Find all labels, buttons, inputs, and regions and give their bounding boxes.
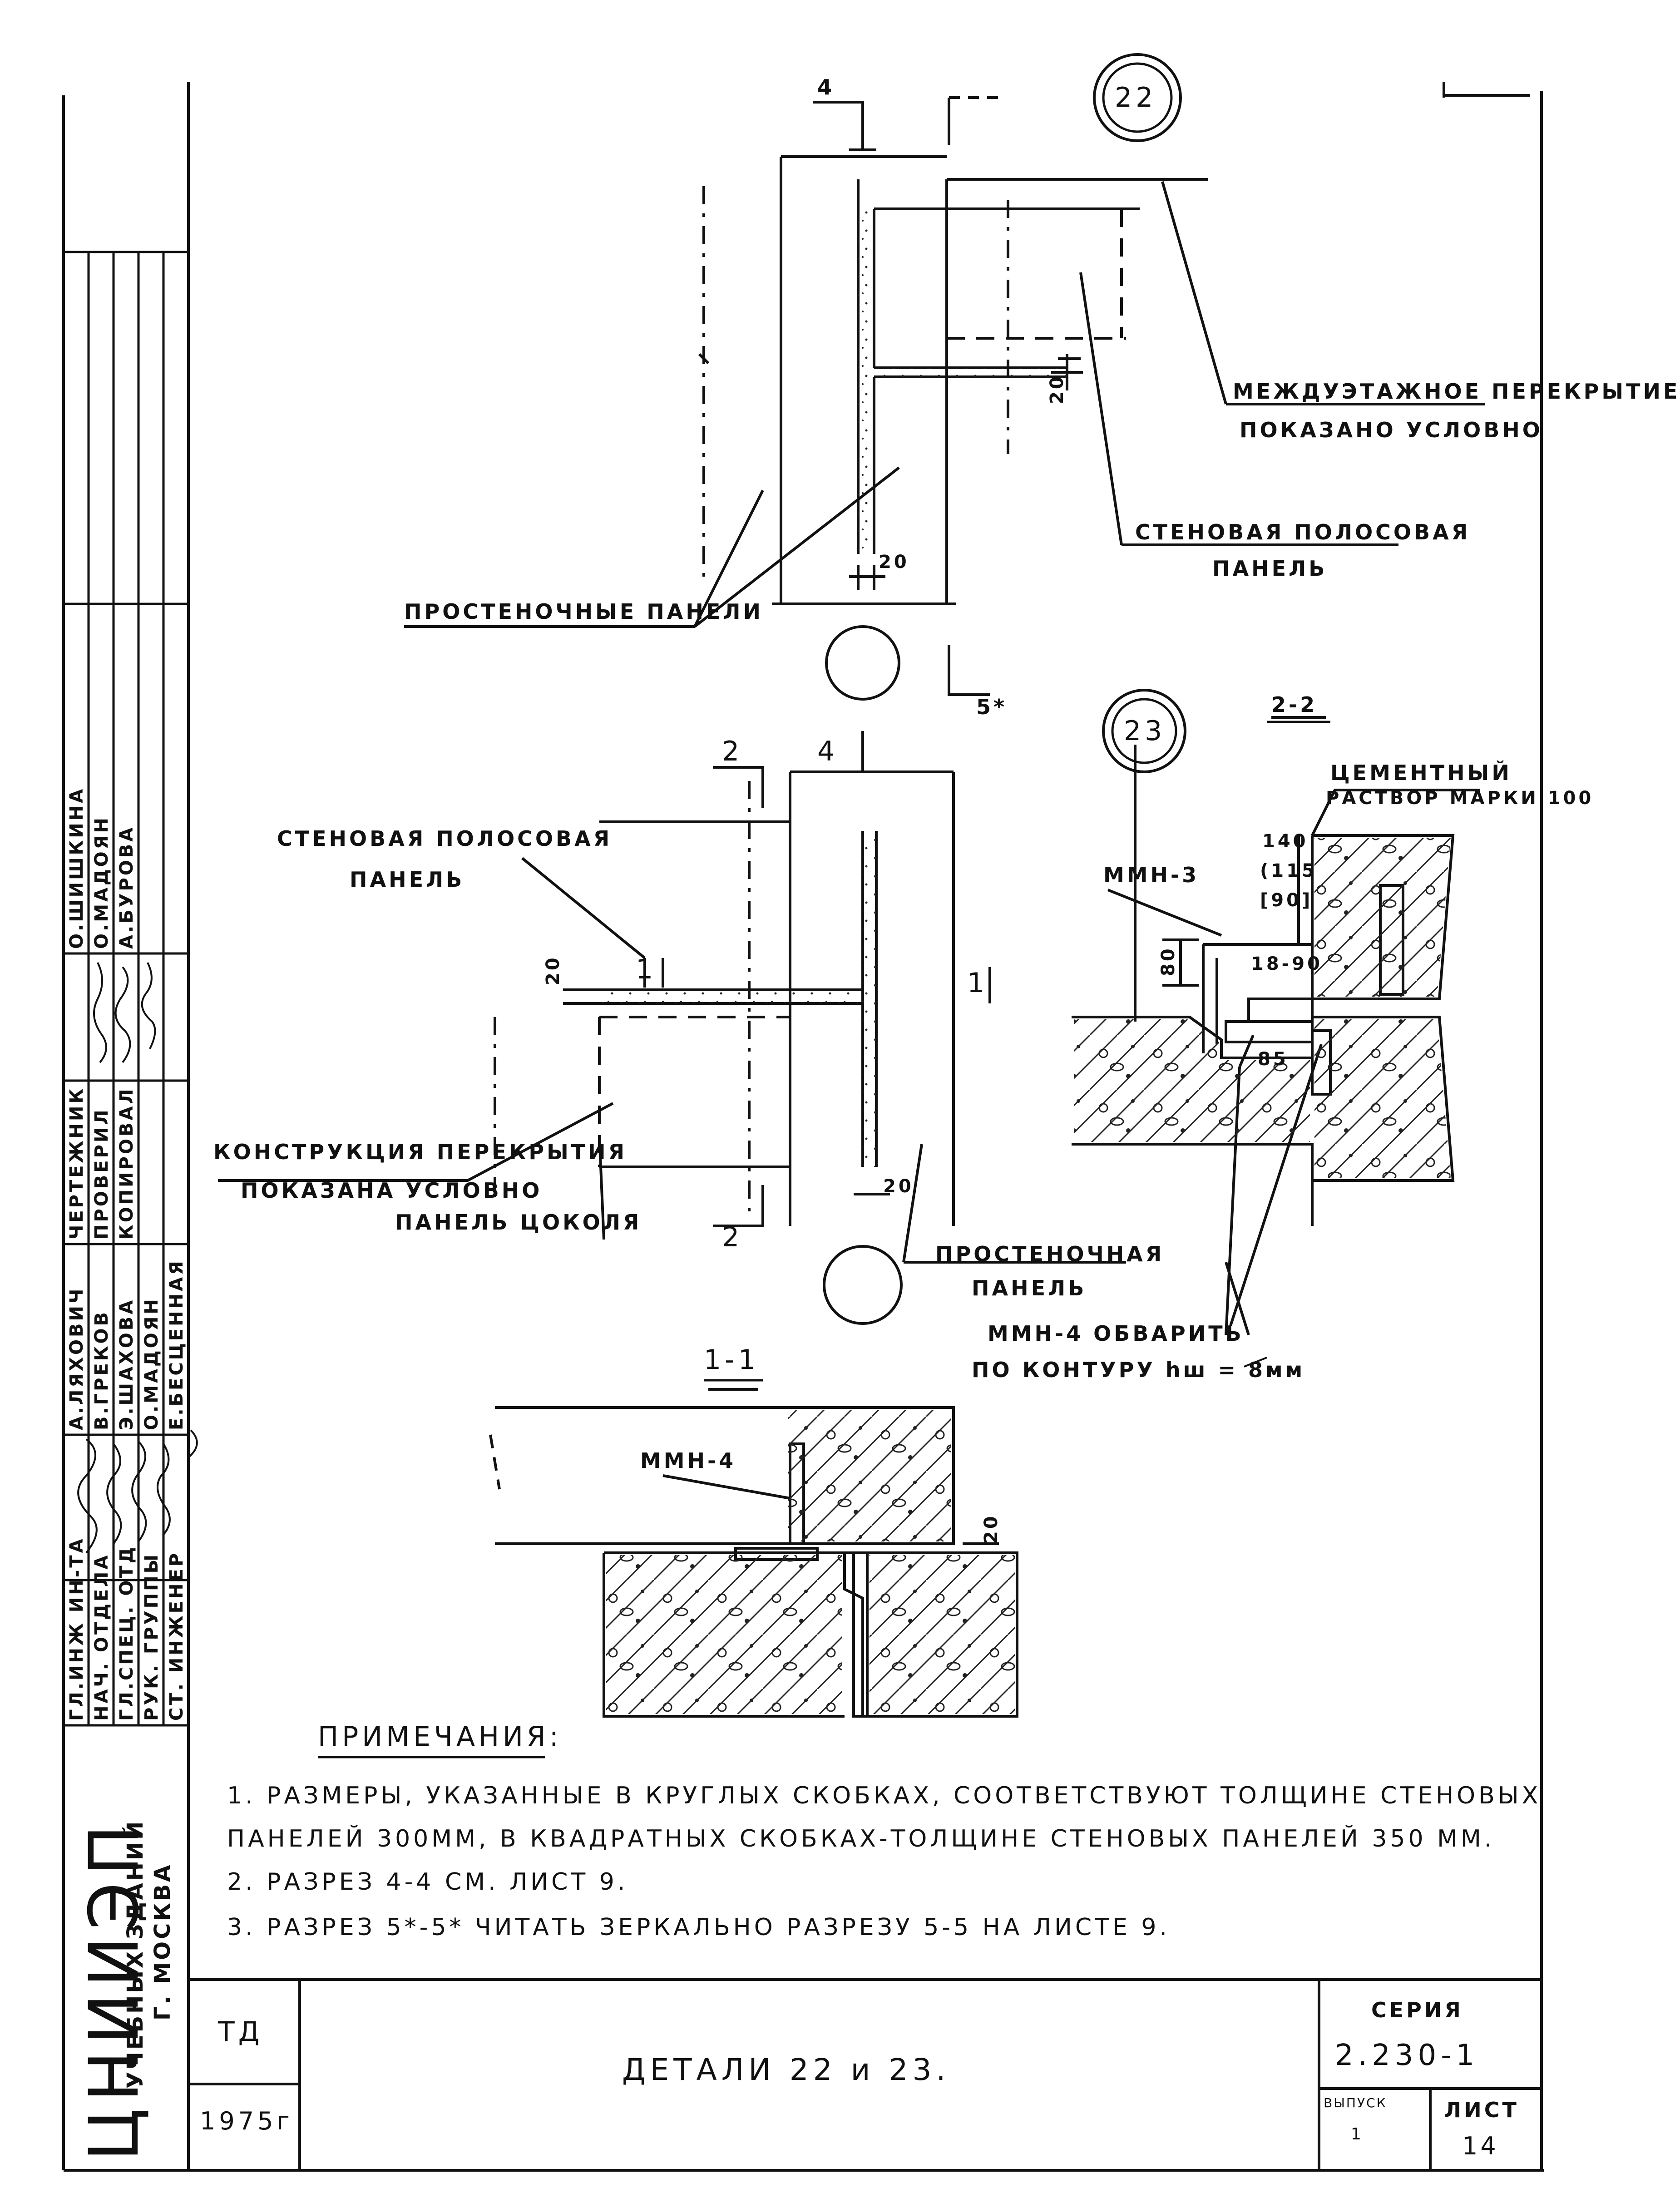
cut-2-label-bottom: 2 [722, 1221, 743, 1253]
series-number: 2.230-1 [1335, 2039, 1479, 2072]
stamp-name2-1: О.ШИШКИНА [66, 786, 87, 949]
cut-2-label-top: 2 [722, 736, 743, 767]
dim-20-right-22: 20 [1047, 374, 1067, 404]
stamp-role-5: СТ. ИНЖЕНЕР [166, 1551, 187, 1721]
org-sub-line1: УЧЕБНЫХ ЗДАНИЙ [123, 1819, 148, 2089]
cut-4-label-mid: 4 [817, 736, 839, 767]
detail-22-marker [1093, 53, 1182, 142]
detail-23-marker [1102, 689, 1186, 773]
pier-panels-label: ПРОСТЕНОЧНЫЕ ПАНЕЛИ [404, 599, 763, 624]
dim-20-bottom-plan: 20 [883, 1176, 914, 1197]
stamp-role-2: НАЧ. ОТДЕЛА [91, 1553, 112, 1721]
strip-panel-22-fill [858, 209, 874, 554]
plinth-panel-label: ПАНЕЛЬ ЦОКОЛЯ [395, 1210, 642, 1235]
dim-140: 140 [1262, 831, 1309, 852]
stamp-name2-2: О.МАДОЯН [91, 815, 112, 949]
stamp-name-2: В.ГРЕКОВ [91, 1310, 112, 1430]
mortar-label-line2: РАСТВОР МАРКИ 100 [1326, 788, 1594, 809]
detail-23-number: 23 [1124, 715, 1166, 747]
title-block-title: ДЕТАЛИ 22 и 23. [622, 2052, 950, 2087]
dim-90-bracket: [90] [1260, 890, 1313, 911]
dim-20-left-plan: 20 [543, 955, 563, 985]
stamp-name-4: О.МАДОЯН [141, 1297, 162, 1430]
dim-80: 80 [1158, 946, 1179, 976]
dim-115: (115 [1260, 860, 1317, 881]
pier-panel-label-line1: ПРОСТЕНОЧНАЯ [935, 1242, 1165, 1266]
cut-5-label: 5* [976, 695, 1008, 719]
title-block-year: 1975г [200, 2107, 293, 2135]
cut-1-label-right: 1 [967, 967, 988, 999]
dim-85: 85 [1258, 1049, 1289, 1070]
issue-label: ВЫПУСК [1324, 2095, 1387, 2110]
title-block-td: ТД [218, 2016, 263, 2048]
pier-panel-label-line2: ПАНЕЛЬ [972, 1276, 1087, 1300]
stamp-role2-3: КОПИРОВАЛ [116, 1087, 137, 1240]
note-1-line1: 1. РАЗМЕРЫ, УКАЗАННЫЕ В КРУГЛЫХ СКОБКАХ,… [227, 1782, 1542, 1809]
issue-number: 1 [1351, 2125, 1364, 2144]
stamp-role-3: ГЛ.СПЕЦ. ОТД [116, 1545, 137, 1721]
floor-slab-label-line2: ПОКАЗАНО УСЛОВНО [1240, 418, 1543, 442]
strip-panel-mid-label-line2: ПАНЕЛЬ [350, 867, 465, 892]
org-sub-line2: Г. МОСКВА [150, 1862, 175, 2020]
stamp-name-5: Е.БЕСЦЕННАЯ [166, 1259, 187, 1430]
stamp-name2-3: А.БУРОВА [116, 825, 137, 949]
plan-marker-circle-top [825, 625, 900, 701]
section-2-2-title: 2-2 [1271, 692, 1318, 717]
dim-20-bottom-22: 20 [879, 552, 909, 573]
cut-4-label-top: 4 [817, 75, 835, 99]
floor-slab-label-line1: МЕЖДУЭТАЖНОЕ ПЕРЕКРЫТИЕ [1233, 379, 1680, 404]
slab-structure-label-line2: ПОКАЗАНА УСЛОВНО [241, 1178, 543, 1203]
sheet-label: ЛИСТ [1444, 2098, 1519, 2122]
stamp-role-4: РУК. ГРУППЫ [141, 1552, 162, 1721]
mmn4-weld-label-line1: ММН-4 ОБВАРИТЬ [988, 1321, 1244, 1346]
notes-heading: ПРИМЕЧАНИЯ: [318, 1721, 562, 1753]
slab-structure-label-line1: КОНСТРУКЦИЯ ПЕРЕКРЫТИЯ [213, 1140, 628, 1164]
note-2: 2. РАЗРЕЗ 4-4 СМ. ЛИСТ 9. [227, 1868, 628, 1896]
sheet-number: 14 [1462, 2132, 1499, 2160]
mmn4-label: ММН-4 [640, 1448, 736, 1473]
stamp-name-1: А.ЛЯХОВИЧ [66, 1286, 87, 1430]
strip-panel-label-line2: ПАНЕЛЬ [1212, 556, 1328, 581]
note-1-line2: ПАНЕЛЕЙ 300ММ, В КВАДРАТНЫХ СКОБКАХ-ТОЛЩ… [227, 1825, 1495, 1852]
plan-marker-circle-bottom [823, 1245, 903, 1325]
signatures [77, 962, 198, 1554]
dim-18-90: 18-90 [1251, 953, 1323, 974]
stamp-role-1: ГЛ.ИНЖ ИН-ТА [66, 1536, 87, 1721]
strip-panel-mid-label-line1: СТЕНОВАЯ ПОЛОСОВАЯ [277, 826, 613, 851]
drawing-linework [62, 53, 1544, 2172]
stamp-name-3: Э.ШАХОВА [116, 1298, 137, 1430]
section-1-1-title: 1-1 [704, 1344, 759, 1376]
stamp-role2-2: ПРОВЕРИЛ [91, 1107, 112, 1240]
mmn3-label: ММН-3 [1103, 863, 1200, 887]
detail-22-number: 22 [1115, 82, 1157, 114]
strip-panel-label-line1: СТЕНОВАЯ ПОЛОСОВАЯ [1135, 520, 1471, 544]
mortar-label-line1: ЦЕМЕНТНЫЙ [1330, 761, 1512, 785]
stamp-role2-1: ЧЕРТЕЖНИК [66, 1086, 87, 1240]
drawing-sheet: { "markers": { "detail_22": "22", "detai… [62, 53, 1678, 2172]
note-3: 3. РАЗРЕЗ 5*-5* ЧИТАТЬ ЗЕРКАЛЬНО РАЗРЕЗУ… [227, 1914, 1170, 1941]
cut-1-label-left: 1 [636, 953, 657, 985]
dim-20-section-1-1: 20 [981, 1514, 1002, 1544]
series-label: СЕРИЯ [1371, 1998, 1463, 2022]
mmn4-weld-label-line2: ПО КОНТУРУ hш = 8мм [972, 1358, 1305, 1382]
